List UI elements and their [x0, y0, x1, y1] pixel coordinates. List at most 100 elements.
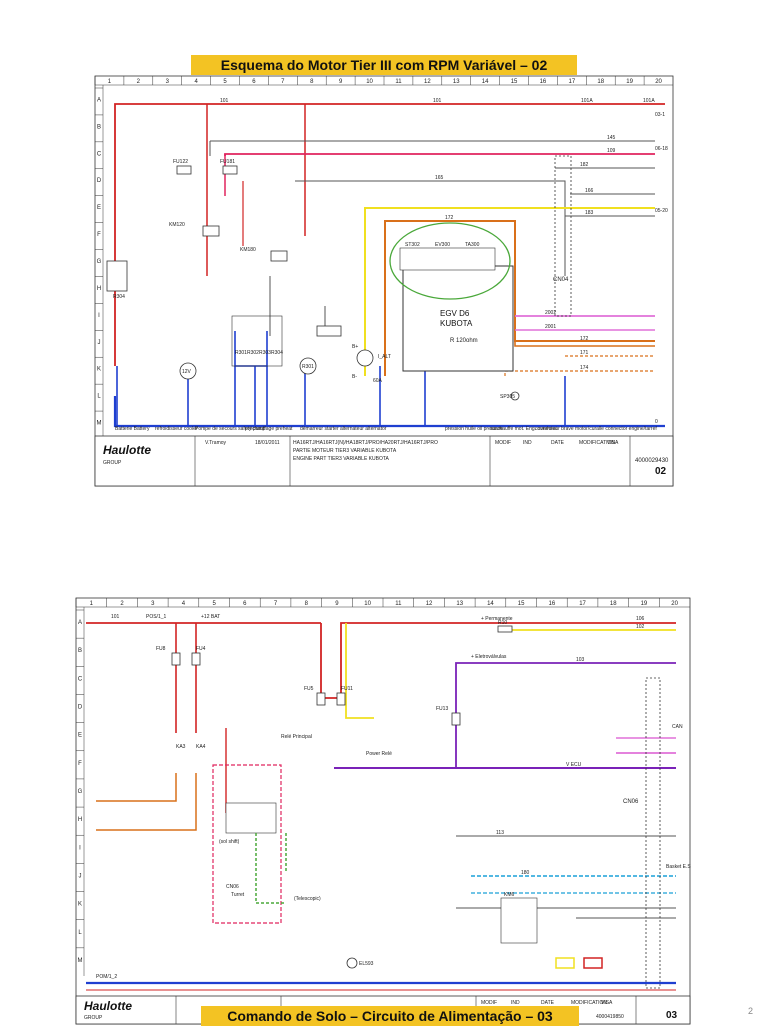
- preheat-label: R303: [259, 350, 271, 356]
- grid-column-label: 5: [212, 601, 216, 607]
- cartridge-header: MODIFICATION: [571, 1000, 607, 1006]
- preheat-label: R301: [235, 350, 247, 356]
- side-label: Basket E.S: [666, 864, 691, 870]
- motor-m400: [179, 362, 197, 380]
- sensor-label: TA300: [465, 242, 480, 248]
- cartridge-header: DATE: [541, 1000, 555, 1006]
- turret-label: Turret: [231, 892, 245, 898]
- grid-column-label: 12: [426, 601, 433, 607]
- grid-row-label: G: [97, 259, 102, 265]
- relay-km160: [270, 250, 288, 262]
- connector-cn04: [554, 155, 572, 317]
- wire-green: [255, 833, 286, 904]
- indicator-yellow: [555, 957, 575, 969]
- motor-m200: [299, 357, 317, 375]
- grid-row-label: I: [98, 313, 100, 319]
- wire-label: + Eletroválvulas: [471, 654, 507, 660]
- wire-label: +12 BAT: [201, 614, 220, 620]
- grid-column-label: 10: [366, 79, 373, 85]
- motor-label: R301: [302, 364, 314, 370]
- fuse-label: FU8: [156, 646, 166, 652]
- wire-orange: [96, 773, 197, 831]
- preheat-group: [231, 315, 283, 367]
- sensor-label: EV300: [435, 242, 450, 248]
- brand-group: GROUP: [84, 1015, 103, 1021]
- cartridge-header: DATE: [551, 440, 565, 446]
- grid-column-label: 6: [252, 79, 256, 85]
- wire-174: [504, 370, 655, 376]
- wire-ref: 03-1: [655, 112, 665, 118]
- grid-column-label: 7: [281, 79, 285, 85]
- turret-label: CN06: [226, 884, 239, 890]
- cartridge-date: 18/01/2011: [255, 440, 280, 446]
- wire-label-182: 182: [580, 162, 589, 168]
- grid-row-label: E: [97, 205, 101, 211]
- component-caption: refroidisseur cooler: [155, 426, 198, 432]
- wire-label-183: 183: [585, 210, 594, 216]
- wire-label: POS/1_1: [146, 614, 167, 620]
- alt-label: 60A: [373, 378, 383, 384]
- wire-yellow: [345, 623, 374, 719]
- wire-label-101a: 101A: [643, 98, 655, 104]
- wire-label-2002: 2002: [545, 310, 556, 316]
- wire-109: [224, 153, 655, 156]
- component-label: KM180: [240, 247, 256, 253]
- grid-row-label: A: [78, 620, 82, 626]
- grid-column-label: 13: [456, 601, 463, 607]
- fuse-fu13: [451, 712, 461, 726]
- wire-label-172: 172: [580, 336, 589, 342]
- grid-row-label: E: [78, 733, 82, 739]
- grid-column-label: 16: [549, 601, 556, 607]
- wire-ref: 06-18: [655, 146, 668, 152]
- turret-estop-box: [212, 764, 282, 924]
- grid-column-label: 13: [453, 79, 460, 85]
- wire-label-101: 101: [433, 98, 442, 104]
- alt-label: B+: [352, 344, 358, 350]
- component-caption: Pompe de secours safety pump: [195, 426, 266, 432]
- component-label: KM120: [169, 222, 185, 228]
- lamp-label: EL593: [359, 961, 374, 967]
- wire-label-172: 172: [445, 215, 454, 221]
- cartridge-header: MODIFICATION: [579, 440, 615, 446]
- resistor-label: R10: [498, 620, 507, 626]
- wire-label-103: 103: [576, 657, 585, 663]
- wire-103: [455, 662, 676, 768]
- wire-label: + Permanente: [481, 616, 513, 622]
- grid-column-label: 17: [569, 79, 576, 85]
- grid-column-label: 17: [579, 601, 586, 607]
- wire-label: 101: [111, 614, 120, 620]
- alternator: [356, 349, 374, 367]
- component-caption: connecteur brave motor/curalle connector…: [535, 426, 657, 432]
- wire-label-145: 145: [607, 135, 616, 141]
- grid-row-label: G: [78, 789, 83, 795]
- wire-yellow: [364, 207, 655, 376]
- grid-row-label: D: [78, 705, 83, 711]
- diode-label: (Telescopic): [294, 896, 321, 902]
- grid-column-label: 7: [274, 601, 278, 607]
- fuse-label: FU4: [196, 646, 206, 652]
- cartridge-header: MODIF: [481, 1000, 497, 1006]
- wire-orange: [96, 773, 177, 802]
- sheet-number: 02: [655, 466, 667, 477]
- grid-row-label: F: [97, 232, 101, 238]
- grid-column-label: 9: [339, 79, 343, 85]
- component-label: FU181: [220, 159, 235, 165]
- fuse-fu8: [171, 652, 181, 666]
- wire-101: [114, 103, 665, 366]
- component-label: FU122: [173, 159, 188, 165]
- key-switch: [225, 802, 277, 834]
- fuse-fu4: [191, 652, 201, 666]
- battery: [106, 260, 128, 292]
- wire-label: POM/1_2: [96, 974, 117, 980]
- cartridge-models: HA16RTJ/HA16RTJ(N)/HA18RTJ/PRO/HA20RTJ/H…: [293, 440, 438, 446]
- grid-column-label: 19: [641, 601, 648, 607]
- cartridge-desc-fr: PARTIE MOTEUR TIER3 VARIABLE KUBOTA: [293, 448, 397, 454]
- grid-row-label: C: [78, 676, 83, 682]
- relay-label: KA3: [176, 744, 186, 750]
- wire-label-102: 102: [636, 624, 645, 630]
- component-caption: pression huile oil pressure: [445, 426, 503, 432]
